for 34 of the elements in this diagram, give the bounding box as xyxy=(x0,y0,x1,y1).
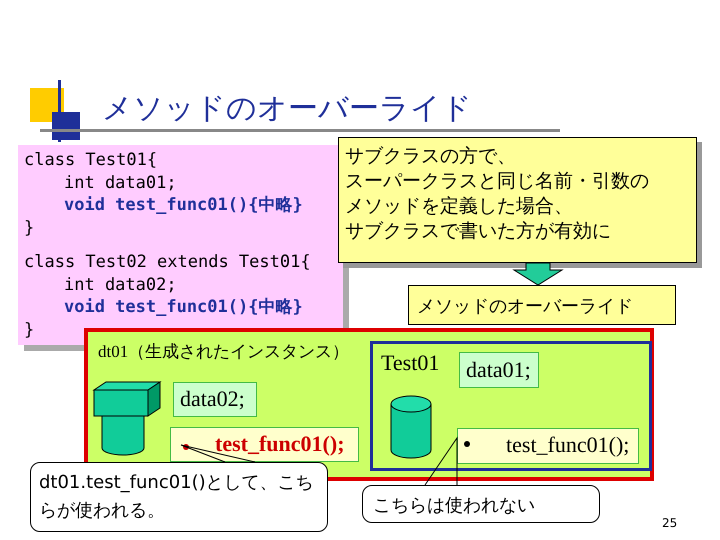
code-line: } xyxy=(24,318,34,340)
field-box xyxy=(173,382,257,417)
method-box xyxy=(170,427,359,462)
class-box xyxy=(370,341,652,471)
code-line: void test_func01(){中略} xyxy=(64,194,303,216)
label-text: メソッドのオーバーライド xyxy=(417,295,634,318)
method-text: test_func01(); xyxy=(215,431,346,457)
code-line: } xyxy=(24,216,34,238)
code-line: class Test02 extends Test01{ xyxy=(24,251,311,273)
callout-tail xyxy=(180,444,256,462)
box-heading: dt01（生成されたインスタンス） xyxy=(98,341,350,363)
title: メソッドのオーバーライド xyxy=(102,90,472,128)
code-line: int data01; xyxy=(64,172,177,194)
note-text: スーパークラスと同じ名前・引数の xyxy=(345,169,650,194)
speech-bubble xyxy=(362,485,600,523)
method-text: test_func01(); xyxy=(506,432,630,458)
speech-bubble xyxy=(30,462,328,532)
bubble-text: こちらは使われない xyxy=(373,494,536,517)
method-box xyxy=(457,428,639,464)
field-text: data01; xyxy=(466,357,532,383)
field-text: data02; xyxy=(180,386,246,412)
code-line: class Test01{ xyxy=(24,149,158,171)
callout-tail xyxy=(424,436,458,486)
code-line: int data02; xyxy=(64,274,177,296)
arrow xyxy=(512,262,564,286)
field-box xyxy=(459,352,539,388)
code-line: void test_func01(){中略} xyxy=(64,296,303,318)
note-text: サブクラスで書いた方が有効に xyxy=(345,219,612,244)
label-box xyxy=(408,285,676,325)
class-name: Test01 xyxy=(381,350,440,376)
note-text: メソッドを定義した場合、 xyxy=(345,194,574,219)
note-text: サブクラスの方で、 xyxy=(345,144,517,169)
page-number: 25 xyxy=(662,516,678,530)
bubble-text: dt01.test_func01()として、こちらが使われる。 xyxy=(39,471,315,523)
